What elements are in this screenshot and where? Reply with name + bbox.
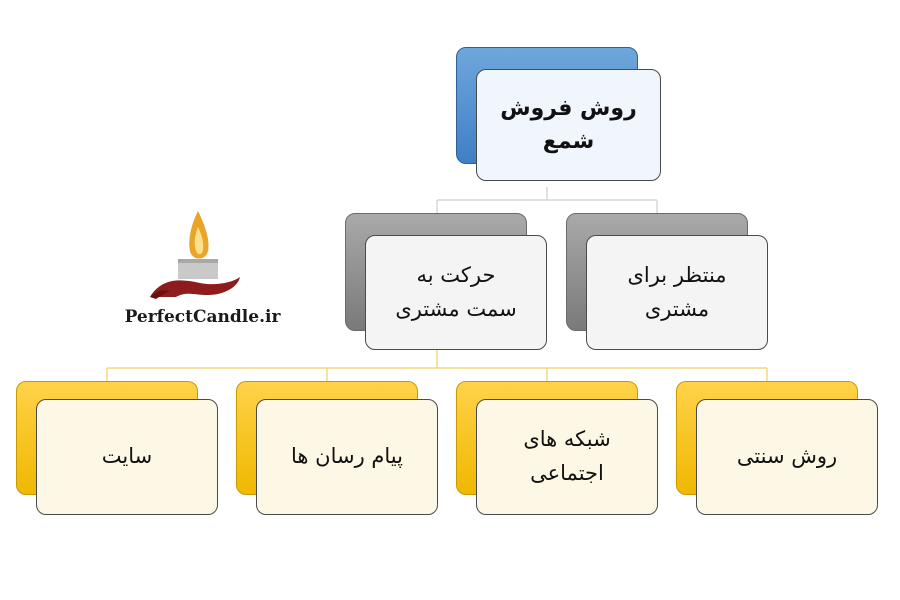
node-website: سایت xyxy=(16,381,221,519)
node-trad-card: روش سنتی xyxy=(696,399,878,515)
node-root-card: روش فروش شمع xyxy=(476,69,661,181)
node-move-card: حرکت به سمت مشتری xyxy=(365,235,547,350)
candle-hand-icon xyxy=(150,211,240,299)
node-site-card: سایت xyxy=(36,399,218,515)
move-connectors xyxy=(106,350,768,381)
node-social-card: شبکه های اجتماعی xyxy=(476,399,658,515)
node-wait-label-line1: منتظر برای xyxy=(627,262,727,287)
node-trad-label: روش سنتی xyxy=(736,444,838,469)
node-move-label-line2: سمت مشتری xyxy=(395,296,517,321)
root-connectors xyxy=(436,187,658,213)
node-move-to-customer: حرکت به سمت مشتری xyxy=(345,213,550,353)
node-move-label-line1: حرکت به xyxy=(416,262,496,287)
node-wait-for-customer: منتظر برای مشتری xyxy=(566,213,771,353)
perfectcandle-logo: PerfectCandle.ir xyxy=(110,205,310,335)
node-site-label: سایت xyxy=(101,444,153,469)
node-root-label-line1: روش فروش xyxy=(500,96,637,121)
node-social-label-line2: اجتماعی xyxy=(530,461,604,485)
node-wait-card: منتظر برای مشتری xyxy=(586,235,768,350)
node-root-label-line2: شمع xyxy=(542,129,595,154)
logo-text: PerfectCandle.ir xyxy=(124,307,281,327)
node-msg-label: پیام رسان ها xyxy=(291,444,403,469)
node-traditional: روش سنتی xyxy=(676,381,881,519)
candle-body xyxy=(178,259,218,279)
node-messengers: پیام رسان ها xyxy=(236,381,441,519)
node-wait-label-line2: مشتری xyxy=(644,296,710,321)
node-root: روش فروش شمع xyxy=(456,47,666,187)
node-social-label-line1: شبکه های xyxy=(523,427,611,452)
hand-icon xyxy=(150,277,240,297)
node-msg-card: پیام رسان ها xyxy=(256,399,438,515)
node-social-networks: شبکه های اجتماعی xyxy=(456,381,661,519)
